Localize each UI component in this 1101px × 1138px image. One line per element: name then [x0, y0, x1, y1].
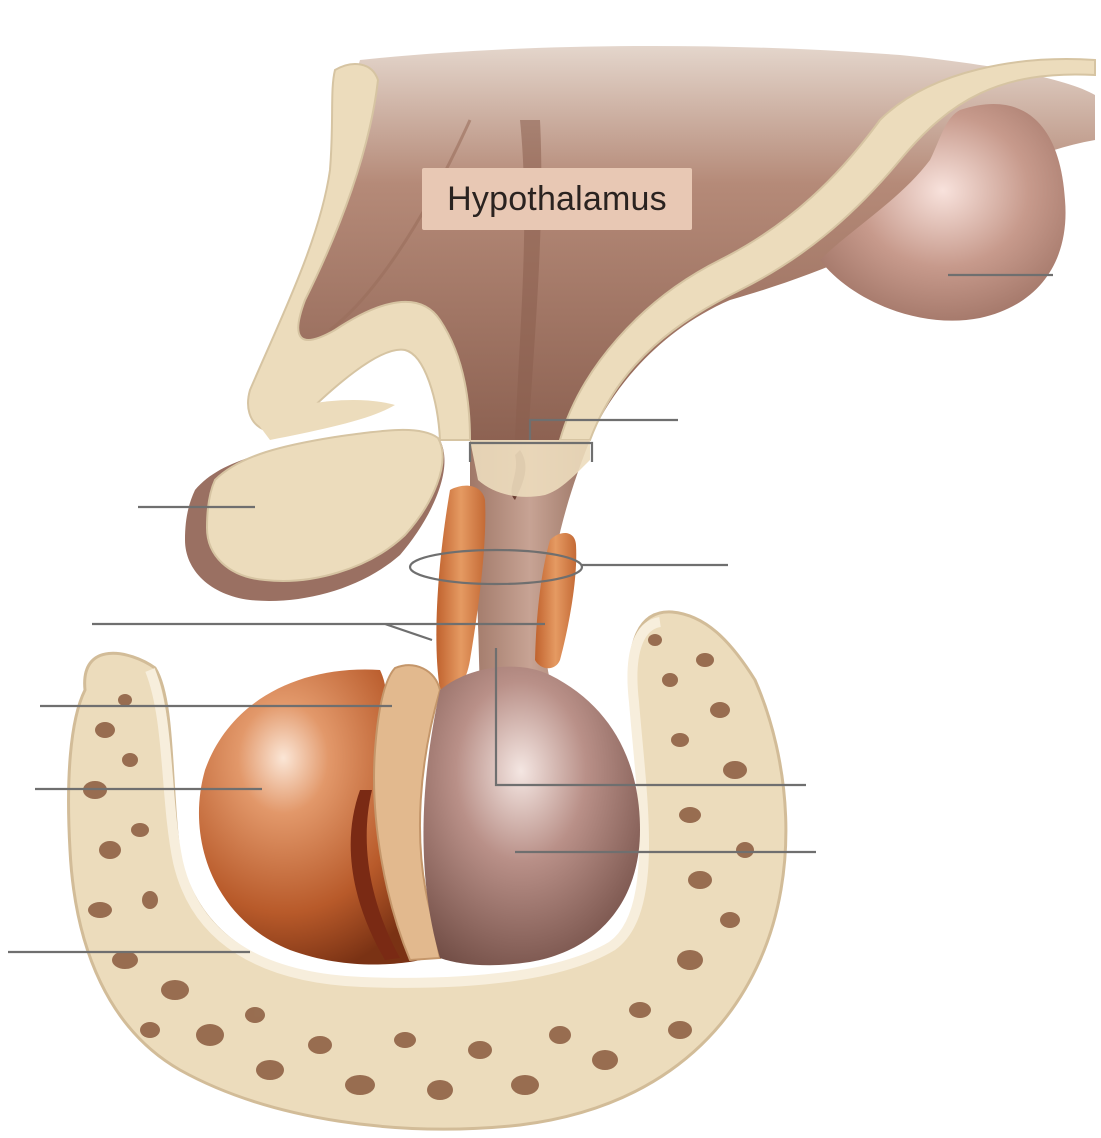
- leader-pars-tuberalis: [92, 624, 545, 640]
- optic-chiasma: [185, 400, 444, 601]
- hypothalamus-label: Hypothalamus: [422, 168, 692, 230]
- posterior-pituitary: [423, 667, 640, 966]
